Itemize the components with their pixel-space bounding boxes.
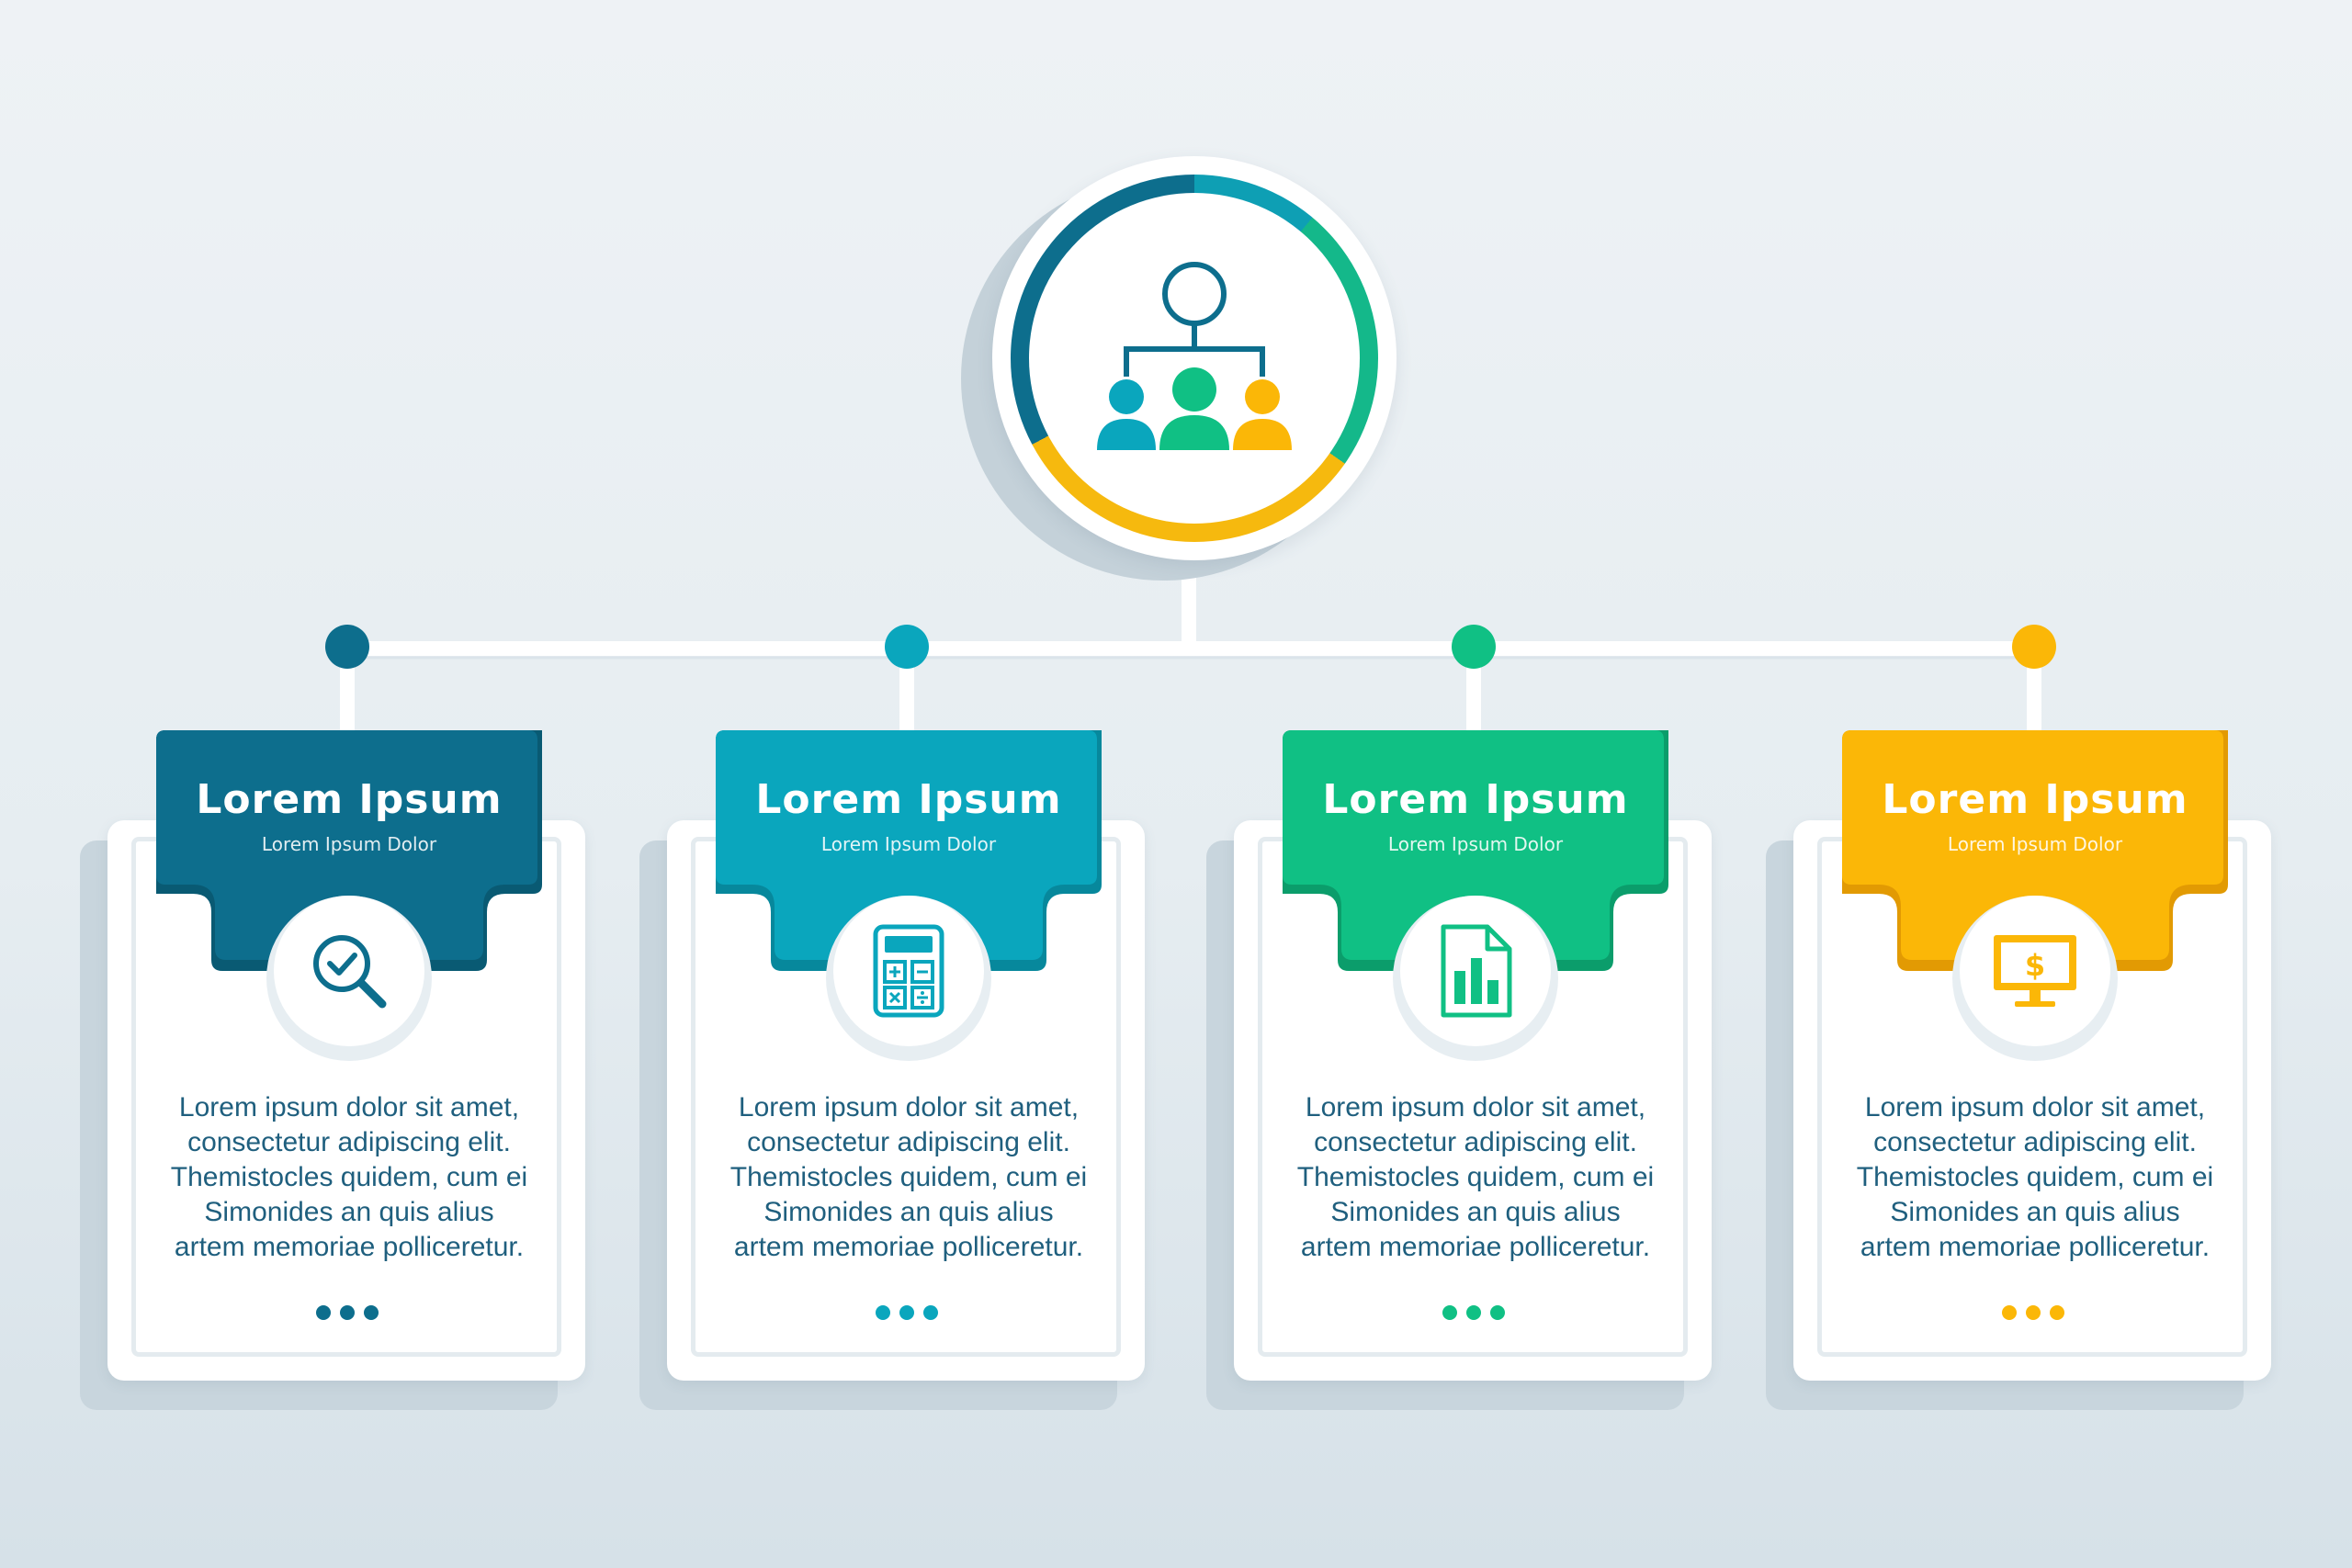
connector-node-2 [885, 625, 929, 669]
card-description: Lorem ipsum dolor sit amet, consectetur … [729, 1092, 1088, 1262]
card-subtitle: Lorem Ipsum Dolor [1387, 833, 1564, 855]
dot [2002, 1305, 2017, 1320]
connector-node-4 [2012, 625, 2056, 669]
card-title: Lorem Ipsum [1882, 776, 2188, 823]
card-header: Lorem Ipsum Lorem Ipsum Dolor [1283, 730, 1668, 978]
calculator-icon [873, 924, 944, 1018]
dot [1466, 1305, 1481, 1320]
card-icon-disc [1393, 896, 1558, 1061]
card-2: Lorem Ipsum Lorem Ipsum Dolor Lorem ipsu… [639, 730, 1161, 1410]
svg-text:$: $ [2025, 948, 2045, 983]
dot [316, 1305, 331, 1320]
magnifier-check-icon [313, 935, 387, 1009]
card-header: Lorem Ipsum Lorem Ipsum Dolor [716, 730, 1102, 978]
dot [2050, 1305, 2064, 1320]
dollar-monitor-icon: $ [1994, 935, 2076, 1007]
connector-node-3 [1452, 625, 1496, 669]
card-title: Lorem Ipsum [196, 776, 503, 823]
dot [899, 1305, 914, 1320]
connector-node-1 [325, 625, 369, 669]
dot [876, 1305, 890, 1320]
pagination-dots [106, 1305, 589, 1320]
card-title: Lorem Ipsum [1322, 776, 1629, 823]
card-header-shape [156, 730, 542, 971]
card-subtitle: Lorem Ipsum Dolor [1947, 833, 2123, 855]
card-4: Lorem Ipsum Lorem Ipsum Dolor $ Lorem ip… [1766, 730, 2288, 1410]
dot [1442, 1305, 1457, 1320]
pagination-dots [1232, 1305, 1715, 1320]
card-description: Lorem ipsum dolor sit amet, consectetur … [170, 1092, 528, 1262]
dot [364, 1305, 379, 1320]
dot [923, 1305, 938, 1320]
pagination-dots [1792, 1305, 2275, 1320]
dot [1490, 1305, 1505, 1320]
card-title: Lorem Ipsum [755, 776, 1062, 823]
card-1: Lorem Ipsum Lorem Ipsum Dolor Lorem ipsu… [80, 730, 602, 1410]
dot [2026, 1305, 2041, 1320]
card-header-shape [1842, 730, 2228, 971]
card-header: Lorem Ipsum Lorem Ipsum Dolor [1842, 730, 2228, 978]
card-subtitle: Lorem Ipsum Dolor [820, 833, 997, 855]
card-header-shape [716, 730, 1102, 971]
card-3: Lorem Ipsum Lorem Ipsum Dolor Lorem ipsu… [1206, 730, 1728, 1410]
hub-circle [961, 156, 1396, 581]
card-icon-disc [266, 896, 432, 1061]
org-structure-icon [1097, 262, 1292, 450]
report-document-icon [1441, 924, 1512, 1018]
card-icon-disc: $ [1952, 896, 2118, 1061]
card-description: Lorem ipsum dolor sit amet, consectetur … [1296, 1092, 1655, 1262]
card-icon-disc [826, 896, 991, 1061]
dot [340, 1305, 355, 1320]
card-header-shape [1283, 730, 1668, 971]
hub-inner-disc [1029, 193, 1360, 524]
card-subtitle: Lorem Ipsum Dolor [261, 833, 437, 855]
pagination-dots [665, 1305, 1148, 1320]
card-description: Lorem ipsum dolor sit amet, consectetur … [1856, 1092, 2214, 1262]
card-header: Lorem Ipsum Lorem Ipsum Dolor [156, 730, 542, 978]
